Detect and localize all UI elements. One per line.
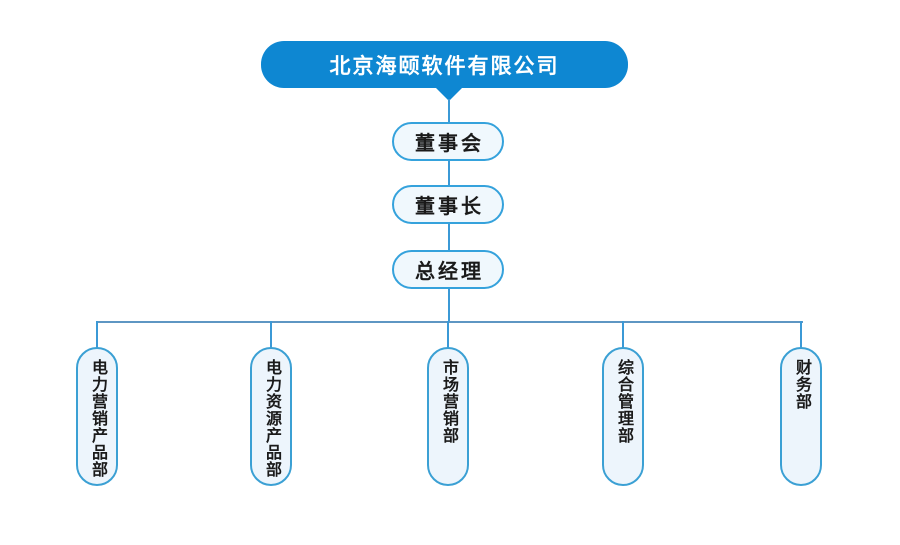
node-label: 市场营销部 [440, 359, 457, 444]
node-label: 电力营销产品部 [89, 359, 106, 478]
branch-stub-3 [447, 321, 449, 348]
node-dept-marketing: 市场营销部 [427, 347, 469, 486]
company-name: 北京海颐软件有限公司 [329, 54, 560, 78]
node-board-of-directors: 董事会 [392, 122, 504, 161]
node-label: 电力资源产品部 [263, 359, 280, 478]
connector-company-to-board [448, 99, 450, 122]
branch-rail [96, 321, 803, 323]
node-dept-power-resource-products: 电力资源产品部 [250, 347, 292, 486]
company-root-node: 北京海颐软件有限公司 [261, 41, 628, 88]
branch-stub-1 [96, 321, 98, 348]
node-label: 总经理 [415, 261, 484, 283]
branch-stub-2 [270, 321, 272, 348]
node-label: 董事长 [415, 196, 484, 218]
company-pointer-triangle [434, 86, 464, 101]
node-general-manager: 总经理 [392, 250, 504, 289]
node-chairman: 董事长 [392, 185, 504, 224]
node-label: 综合管理部 [615, 359, 632, 444]
node-dept-power-marketing-products: 电力营销产品部 [76, 347, 118, 486]
connector-chairman-to-gm [448, 224, 450, 250]
connector-gm-to-branch [448, 289, 450, 322]
branch-stub-4 [622, 321, 624, 348]
branch-stub-5 [800, 321, 802, 348]
node-dept-general-management: 综合管理部 [602, 347, 644, 486]
node-dept-finance: 财务部 [780, 347, 822, 486]
node-label: 董事会 [415, 133, 484, 155]
node-label: 财务部 [793, 359, 810, 410]
connector-board-to-chairman [448, 160, 450, 185]
